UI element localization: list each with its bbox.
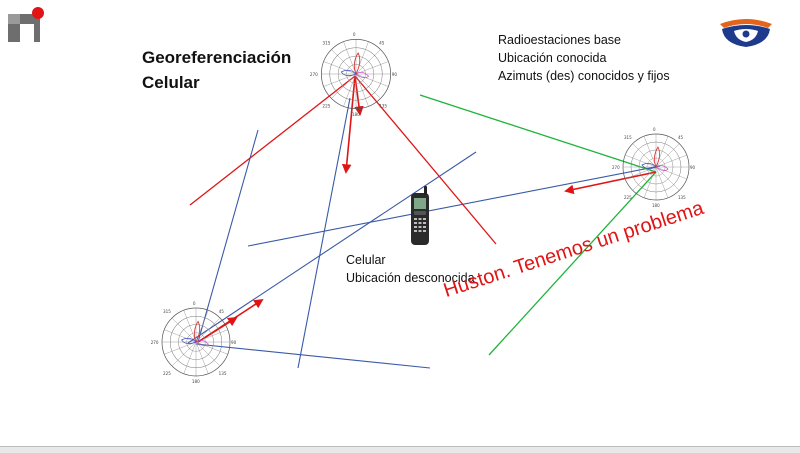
green-line-1 <box>419 94 657 173</box>
info-line-1: Radioestaciones base <box>498 33 621 47</box>
info-line-3: Azimuts (des) conocidos y fijos <box>498 69 670 83</box>
title-line-2: Celular <box>142 73 200 92</box>
title-line-1: Georeferenciación <box>142 48 292 67</box>
polar-antenna-diagram-icon <box>150 300 238 385</box>
info-line-2: Ubicación conocida <box>498 51 607 65</box>
mobile-phone-icon <box>411 186 429 245</box>
blue-line-2 <box>187 151 477 344</box>
blue-line-4 <box>247 165 661 247</box>
footer-bar <box>0 446 800 453</box>
polar-antenna-diagram-icon <box>309 31 398 118</box>
blue-line-5 <box>195 343 431 369</box>
phone-label: Celular Ubicación desconocida <box>346 251 475 287</box>
base-station-notes: Radioestaciones base Ubicación conocida … <box>498 31 670 85</box>
phone-label-line-2: Ubicación desconocida <box>346 271 475 285</box>
red-arrow-top <box>341 75 356 174</box>
slide-title: Georeferenciación Celular <box>142 45 291 95</box>
red-line-1 <box>189 75 356 206</box>
blue-line-3 <box>297 97 351 369</box>
institution-logo-icon <box>6 6 46 49</box>
green-line-2 <box>488 171 657 356</box>
polar-antenna-diagram-icon <box>611 126 697 209</box>
blue-line-1 <box>197 129 259 343</box>
phone-label-line-1: Celular <box>346 253 386 267</box>
university-logo-icon <box>716 18 776 53</box>
